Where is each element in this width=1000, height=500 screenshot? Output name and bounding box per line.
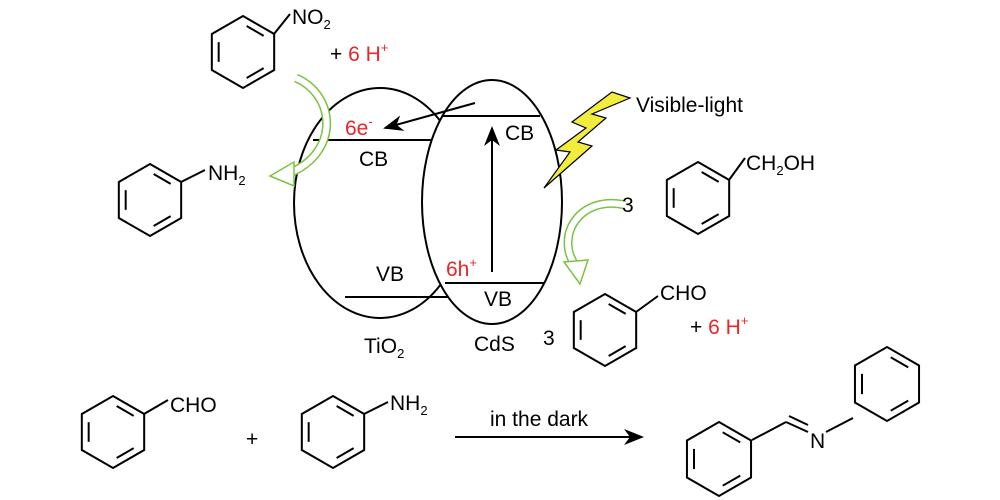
double-bond	[701, 213, 720, 225]
double-bond	[336, 405, 355, 417]
alcohol-group: CH2OH	[746, 152, 815, 178]
top-protons: + 6 H+	[330, 40, 388, 66]
substituent-bonds	[143, 13, 854, 441]
amine-group-top: NH2	[208, 162, 246, 188]
right-protons: + 6 H+	[690, 313, 748, 339]
cds-label: CdS	[474, 333, 515, 356]
tio2-label: TiO2	[364, 335, 404, 361]
benzene-ring	[665, 160, 731, 236]
double-bond	[116, 447, 135, 459]
benzene-rings	[80, 14, 921, 498]
double-bond	[890, 356, 909, 369]
holes-label: 6h+	[446, 255, 477, 281]
dark-condition-label: in the dark	[490, 408, 589, 431]
double-bond	[246, 25, 265, 37]
cds-particle	[421, 79, 563, 325]
nitro-group: NO2	[292, 6, 331, 32]
benzene-ring	[80, 394, 146, 470]
double-bond	[890, 399, 909, 412]
aldehyde-coefficient: 3	[543, 327, 555, 350]
aldehyde-group-bottom: CHO	[170, 394, 217, 417]
double-bond	[701, 171, 720, 183]
double-bond	[722, 431, 741, 444]
double-bond	[722, 474, 741, 487]
imine-nitrogen: N	[810, 430, 825, 453]
double-bond	[153, 173, 172, 185]
alcohol-coefficient: 3	[622, 194, 634, 217]
tio2-cb-label: CB	[359, 148, 388, 171]
green-arrow-oxidation-icon	[562, 199, 626, 286]
benzene-ring	[685, 420, 753, 498]
benzene-ring	[300, 394, 366, 470]
amine-group-bottom: NH2	[390, 392, 428, 418]
visible-light-label: Visible-light	[636, 94, 743, 117]
double-bond	[608, 345, 627, 357]
double-bond	[153, 215, 172, 227]
double-bond	[246, 67, 265, 79]
double-bond	[116, 405, 135, 417]
double-bond	[336, 447, 355, 459]
aldehyde-group-right: CHO	[660, 282, 707, 305]
electrons-label: 6e-	[345, 114, 373, 140]
green-arrow-reduction-icon	[268, 73, 331, 188]
bottom-plus: +	[246, 428, 258, 451]
cds-vb-label: VB	[484, 288, 512, 311]
tio2-particle	[293, 87, 467, 319]
benzene-ring	[572, 292, 638, 368]
cds-cb-label: CB	[505, 122, 534, 145]
double-bond	[608, 303, 627, 315]
lightning-bolt-icon	[543, 91, 632, 189]
benzene-ring	[210, 14, 276, 90]
benzene-ring	[117, 162, 183, 238]
tio2-vb-label: VB	[376, 263, 404, 286]
electron-transfer-arrow	[383, 102, 476, 131]
benzene-ring	[853, 345, 921, 423]
